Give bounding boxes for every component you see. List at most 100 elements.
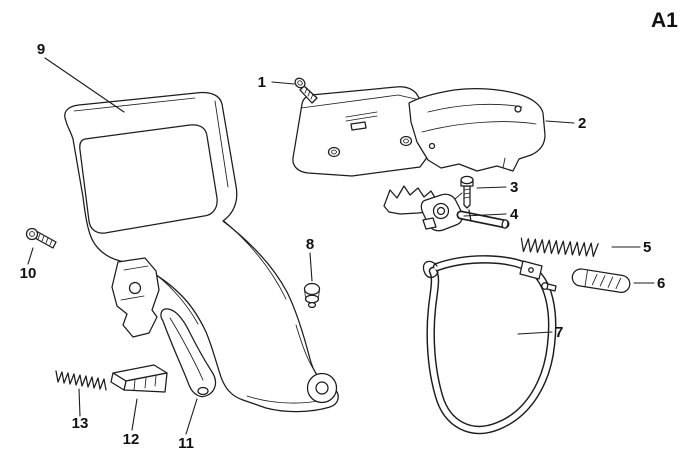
band-bolt-shaft: [546, 283, 557, 292]
outer-plate-hole: [428, 142, 436, 150]
leader-line-13: [78, 388, 81, 417]
screw-head: [294, 77, 306, 89]
callout-label-8: 8: [306, 236, 314, 253]
callout-label-9: 9: [37, 41, 45, 58]
inner-plate-stud: [350, 121, 367, 131]
part-13-spring: [55, 370, 107, 391]
leader-line-9: [44, 57, 125, 113]
screw-head-detail: [29, 231, 35, 237]
block-tick: [144, 377, 147, 389]
leader-line-2: [545, 120, 575, 124]
part-3-screw: [460, 175, 474, 209]
bracket-rod-inner: [458, 212, 508, 227]
screw-head-detail: [297, 80, 303, 86]
housing-bracket-line: [123, 265, 149, 271]
housing-crease: [73, 97, 196, 112]
diagram-title: A1: [651, 9, 678, 32]
callout-label-13: 13: [72, 415, 89, 432]
part-1-screw: [294, 77, 318, 104]
lever-foot: [197, 386, 209, 396]
part-8-grommet: [303, 282, 321, 309]
part-6-pin: [571, 268, 631, 293]
part-4-brake-bracket: [383, 185, 510, 232]
housing-bracket-line: [120, 295, 145, 301]
callout-labels: 1 2 3 4 5 6 7 8 9 10 11 12 13: [20, 41, 666, 452]
leader-line-1: [271, 81, 295, 85]
leader-line-4: [463, 213, 507, 217]
grommet-top: [303, 282, 321, 296]
outer-plate-outline: [408, 87, 546, 172]
outer-plate-hole: [514, 105, 522, 113]
pin-grip: [599, 275, 606, 287]
pin-grip: [591, 274, 598, 286]
screw-thread: [41, 235, 45, 242]
pin-collar: [584, 269, 589, 288]
block-tick: [133, 379, 136, 391]
screw-thread: [463, 196, 471, 199]
band-connector-hole: [528, 267, 534, 273]
part-9-handle-housing: [64, 91, 339, 413]
inner-plate-hole: [327, 146, 341, 158]
bracket-hub-hole: [436, 206, 446, 216]
callout-label-1: 1: [258, 74, 266, 91]
callout-leader-lines: [27, 57, 655, 435]
part-11-brake-lever: [160, 308, 217, 398]
housing-window: [79, 124, 218, 234]
callout-label-12: 12: [123, 431, 140, 448]
screw-thread: [37, 233, 41, 240]
callout-label-11: 11: [178, 435, 194, 452]
screw-head: [460, 175, 474, 185]
leader-line-8: [309, 252, 313, 282]
callout-label-4: 4: [510, 206, 519, 223]
inner-cover-plate: [292, 86, 435, 177]
outer-plate-notch: [502, 157, 506, 169]
inner-plate-hole: [399, 135, 413, 147]
inner-plate-hole-inner: [403, 138, 409, 144]
bracket-pin: [454, 192, 463, 200]
block-left-face: [110, 372, 127, 391]
housing-crease: [295, 324, 320, 378]
inner-plate-slot: [345, 115, 378, 122]
outer-plate-rib: [427, 103, 523, 113]
screw-head: [25, 227, 39, 241]
screw-thread: [463, 188, 471, 191]
leader-line-10: [27, 247, 34, 265]
screw-thread: [304, 87, 308, 94]
callout-label-7: 7: [555, 324, 563, 341]
band-hook: [422, 260, 439, 279]
callout-label-2: 2: [578, 115, 586, 132]
leader-line-11: [185, 398, 198, 435]
housing-bracket-hole: [128, 281, 142, 295]
pin-grip: [615, 277, 622, 290]
block-tick: [154, 375, 157, 387]
housing-crease: [214, 100, 229, 188]
callout-label-5: 5: [643, 239, 651, 256]
band-outer: [426, 255, 557, 435]
part-2-outer-cover-plate: [408, 87, 546, 172]
housing-crease: [223, 220, 287, 300]
leader-line-7: [517, 331, 553, 335]
inner-plate-slot: [345, 111, 378, 118]
outer-plate-rib: [421, 121, 537, 133]
part-10-screw: [25, 227, 57, 249]
spring-coil: [55, 370, 107, 391]
screw-thread: [463, 192, 471, 195]
lever-crease: [169, 317, 204, 381]
callout-label-6: 6: [657, 275, 665, 292]
part-12-spacer-block: [110, 364, 168, 393]
callout-label-3: 3: [510, 179, 518, 196]
rod-end: [501, 219, 509, 229]
callout-label-10: 10: [20, 265, 37, 282]
screw-thread: [49, 239, 53, 246]
spring-coil: [520, 237, 599, 257]
bracket-tab: [422, 217, 437, 230]
grommet-flange: [304, 294, 320, 304]
screw-thread: [307, 90, 311, 97]
screw-thread: [45, 237, 49, 244]
inner-plate-crease: [300, 94, 421, 109]
band-inner: [427, 256, 555, 433]
housing-boss-hole: [315, 381, 329, 395]
pin-body: [571, 268, 631, 293]
leader-line-12: [131, 398, 138, 431]
